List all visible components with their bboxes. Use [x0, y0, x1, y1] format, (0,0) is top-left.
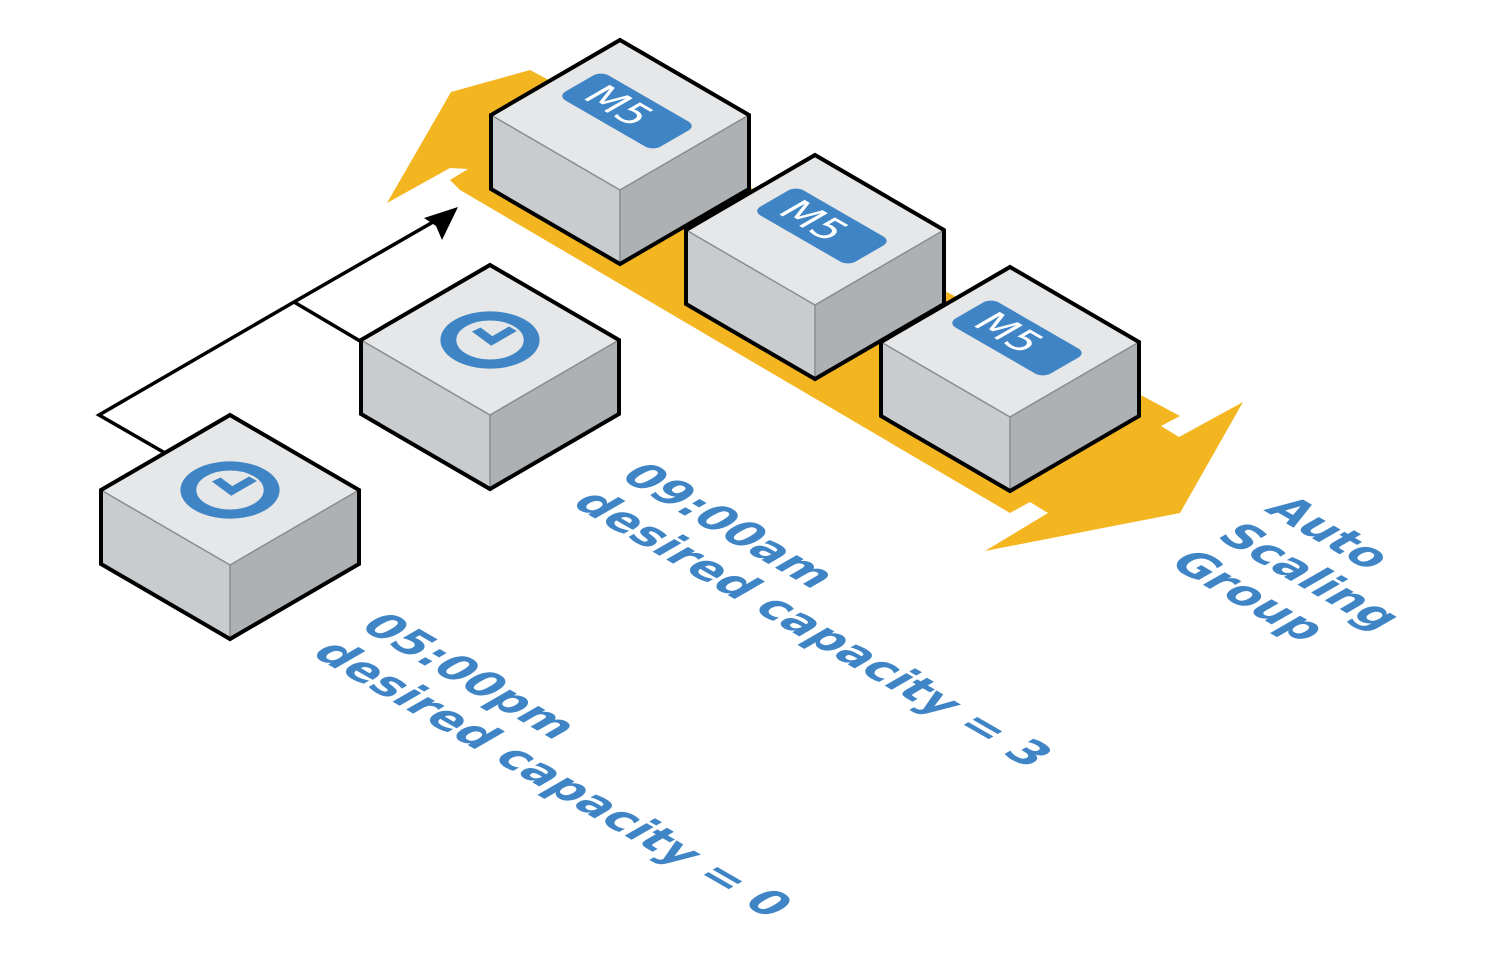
box-outline — [489, 37, 751, 267]
schedule-label-1-line-1: desired capacity = 3 — [560, 482, 1066, 774]
clock-icon — [440, 311, 540, 369]
instance-badge — [562, 73, 692, 149]
box-right-face — [815, 230, 944, 379]
instance-box-0: M5 — [489, 37, 751, 267]
schedule-boxes — [99, 262, 621, 642]
box-right-face — [620, 115, 749, 264]
connector-arrowhead-icon — [424, 207, 458, 240]
box-left-face — [686, 230, 815, 379]
schedule-box-0 — [99, 412, 361, 642]
instance-badge — [952, 300, 1082, 376]
connector-branch-line — [293, 300, 361, 343]
clock-icon — [180, 461, 280, 519]
box-outline — [879, 264, 1141, 494]
box-outline — [684, 152, 946, 382]
schedule-box-1 — [359, 262, 621, 492]
box-left-face — [491, 115, 620, 264]
schedule-connector — [95, 216, 441, 455]
instance-box-2: M5 — [879, 264, 1141, 494]
box-left-face — [361, 340, 490, 489]
box-right-face — [1010, 342, 1139, 491]
instance-box-1: M5 — [684, 152, 946, 382]
box-right-face — [490, 340, 619, 489]
schedule-label-0-line-1: desired capacity = 0 — [300, 632, 806, 924]
connector-line — [95, 216, 441, 455]
box-right-face — [230, 490, 359, 639]
box-outline — [99, 412, 361, 642]
box-left-face — [881, 342, 1010, 491]
box-left-face — [101, 490, 230, 639]
box-outline — [359, 262, 621, 492]
instance-badge — [757, 188, 887, 264]
